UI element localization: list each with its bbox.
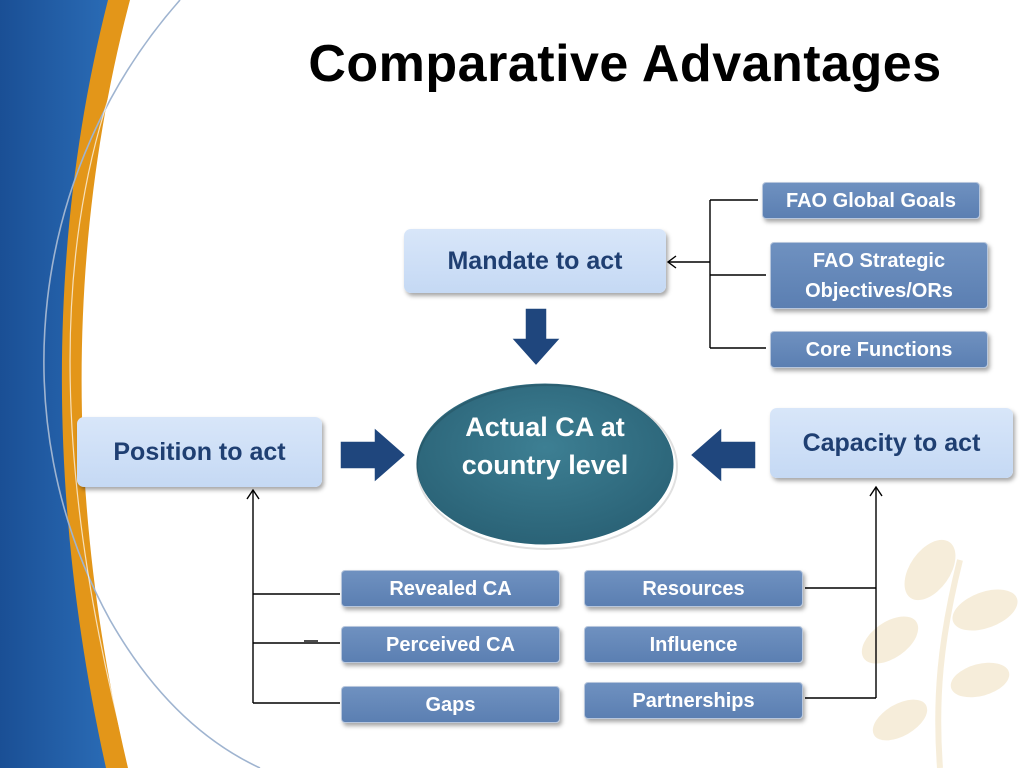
capacity-label: Capacity to act bbox=[802, 428, 981, 457]
capacity-source-box: Resources bbox=[584, 570, 803, 607]
center-ellipse bbox=[413, 380, 677, 548]
position-to-act-box: Position to act bbox=[77, 417, 322, 487]
mandate-source-label: FAO Global Goals bbox=[785, 189, 957, 212]
position-source-box: Perceived CA bbox=[341, 626, 560, 663]
page-title: Comparative Advantages bbox=[308, 35, 942, 93]
capacity-source-box: Influence bbox=[584, 626, 803, 663]
capacity-source-label: Influence bbox=[649, 633, 738, 656]
swoosh-line bbox=[43, 0, 261, 768]
center-label: Actual CA at country level bbox=[461, 412, 629, 480]
down-arrow bbox=[509, 307, 563, 368]
right-arrow bbox=[339, 425, 408, 485]
position-bracket bbox=[246, 488, 340, 704]
blue-band bbox=[0, 0, 108, 768]
mandate-to-act-box: Mandate to act bbox=[404, 229, 666, 293]
mandate-source-label: Core Functions bbox=[805, 338, 953, 361]
capacity-to-act-box: Capacity to act bbox=[770, 408, 1013, 478]
position-source-box: Gaps bbox=[341, 686, 560, 723]
mandate-source-box: FAO Global Goals bbox=[762, 182, 980, 219]
capacity-source-box: Partnerships bbox=[584, 682, 803, 719]
left-arrow bbox=[688, 425, 757, 485]
swoosh-line bbox=[69, 0, 151, 768]
position-label: Position to act bbox=[113, 437, 286, 466]
mandate-bracket bbox=[666, 199, 766, 349]
position-source-box: Revealed CA bbox=[341, 570, 560, 607]
leaf-watermark bbox=[861, 539, 1018, 768]
capacity-source-label: Resources bbox=[642, 577, 745, 600]
mandate-source-box: FAO Strategic Objectives/ORs bbox=[770, 242, 988, 309]
position-source-label: Perceived CA bbox=[386, 633, 515, 656]
capacity-source-label: Partnerships bbox=[632, 689, 755, 712]
mandate-label: Mandate to act bbox=[447, 246, 623, 275]
position-source-label: Gaps bbox=[425, 693, 476, 716]
mandate-source-label: FAO Strategic Objectives/ORs bbox=[805, 249, 953, 302]
position-source-label: Revealed CA bbox=[389, 577, 512, 600]
capacity-bracket bbox=[805, 485, 883, 699]
mandate-source-box: Core Functions bbox=[770, 331, 988, 368]
